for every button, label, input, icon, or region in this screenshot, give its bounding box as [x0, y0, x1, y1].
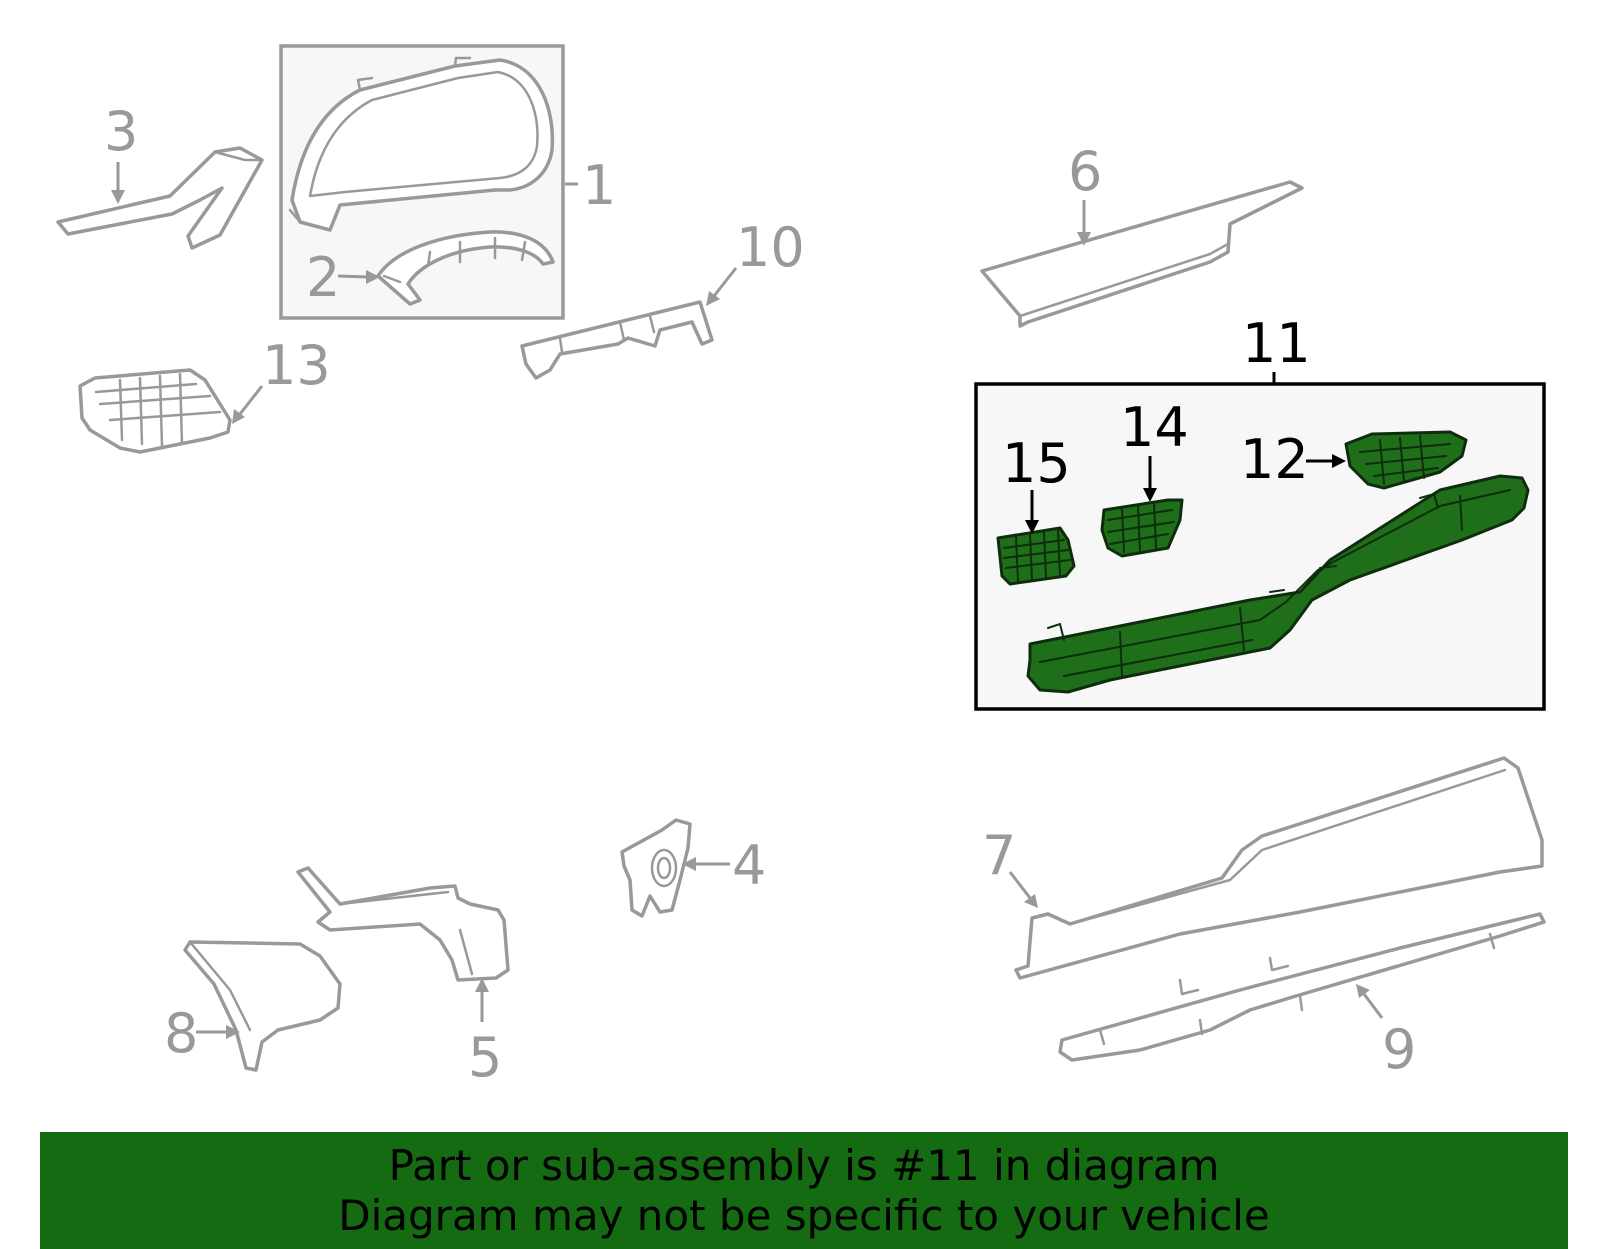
callout-13: 13 — [262, 334, 331, 397]
leader-9 — [1362, 993, 1384, 1019]
callout-11: 11 — [1242, 312, 1311, 375]
arrowhead-4 — [682, 857, 696, 871]
arrowhead-10 — [706, 291, 720, 306]
part-6-dash-panel-upper[interactable] — [980, 180, 1304, 328]
arrowhead-2 — [366, 270, 380, 284]
part-5-trim-panel[interactable] — [296, 866, 510, 982]
part-15-vent[interactable] — [996, 526, 1076, 586]
part-7-dash-panel-lower[interactable] — [1014, 756, 1544, 980]
part-2-cluster-trim[interactable] — [376, 230, 555, 306]
callout-6: 6 — [1068, 140, 1102, 203]
part-3-trim-panel[interactable] — [56, 146, 264, 250]
arrowhead-13 — [232, 409, 245, 424]
callout-2: 2 — [306, 246, 340, 309]
callout-10: 10 — [736, 216, 805, 279]
callout-4: 4 — [732, 834, 766, 897]
leader-13 — [238, 385, 264, 415]
leader-10 — [712, 267, 738, 297]
notice-banner: Part or sub-assembly is #11 in diagram D… — [40, 1132, 1568, 1249]
callout-8: 8 — [164, 1002, 198, 1065]
part-8-end-cap[interactable] — [183, 940, 342, 1072]
part-13-vent[interactable] — [78, 368, 232, 454]
part-9-trim-strip[interactable] — [1058, 912, 1546, 1062]
callout-12: 12 — [1240, 428, 1309, 491]
callout-1: 1 — [582, 154, 616, 217]
arrowhead-15 — [1025, 520, 1039, 534]
part-11-instrument-panel[interactable] — [1026, 474, 1530, 694]
callout-9: 9 — [1382, 1018, 1416, 1081]
arrowhead-5 — [475, 978, 489, 992]
leader-2 — [337, 274, 369, 279]
arrowhead-7 — [1024, 894, 1038, 908]
callout-3: 3 — [104, 100, 138, 163]
part-10-bracket[interactable] — [520, 300, 714, 380]
arrowhead-3 — [111, 190, 125, 204]
callout-7: 7 — [982, 824, 1016, 887]
banner-line-1: Part or sub-assembly is #11 in diagram — [388, 1140, 1220, 1190]
leader-7 — [1008, 871, 1032, 899]
callout-14: 14 — [1120, 396, 1189, 459]
arrowhead-6 — [1077, 232, 1091, 246]
part-14-vent[interactable] — [1100, 498, 1184, 558]
part-1-cluster-hood[interactable] — [288, 56, 555, 232]
callout-15: 15 — [1002, 432, 1071, 495]
part-4-bracket[interactable] — [620, 818, 692, 918]
callout-5: 5 — [468, 1026, 502, 1089]
banner-line-2: Diagram may not be specific to your vehi… — [338, 1190, 1270, 1240]
arrowhead-9 — [1356, 984, 1370, 998]
arrowhead-14 — [1143, 488, 1157, 502]
arrowhead-8 — [226, 1025, 240, 1039]
arrowhead-12 — [1332, 454, 1346, 468]
part-12-vent[interactable] — [1344, 430, 1468, 490]
